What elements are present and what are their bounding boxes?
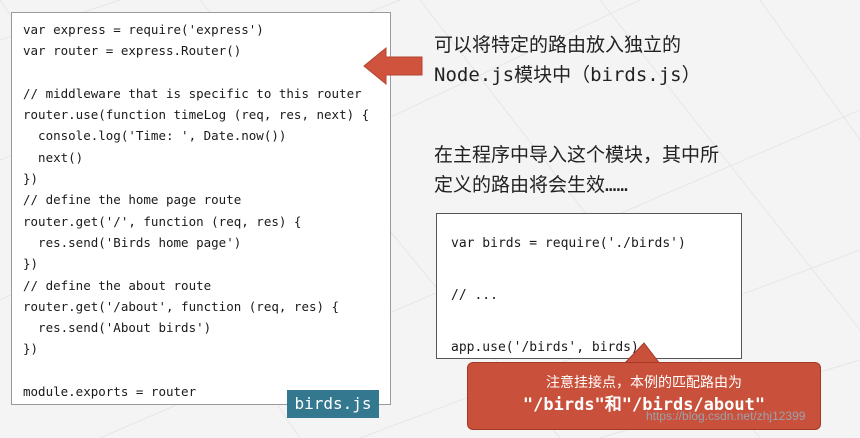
code-line: }) xyxy=(23,341,39,357)
code-line: var router = express.Router() xyxy=(23,43,242,59)
code-line: // define the about route xyxy=(23,277,212,293)
code-line: router.get('/about', function (req, res)… xyxy=(23,298,340,314)
code-line: next() xyxy=(23,149,84,165)
birds-module-code-panel: var express = require('express') var rou… xyxy=(11,12,391,405)
callout-line-1: 注意挂接点，本例的匹配路由为 xyxy=(546,375,742,391)
main-note-line-2: 定义的路由将会生效…… xyxy=(434,174,628,196)
code-line: module.exports = router xyxy=(23,384,197,400)
code-line: // middleware that is specific to this r… xyxy=(23,85,362,101)
code-line: router.get('/', function (req, res) { xyxy=(23,213,302,229)
code-line xyxy=(451,309,686,335)
code-line: router.use(function timeLog (req, res, n… xyxy=(23,107,370,123)
code-line: }) xyxy=(23,256,39,272)
code-line xyxy=(451,257,686,283)
code-line: var express = require('express') xyxy=(23,22,264,37)
code-line: console.log('Time: ', Date.now()) xyxy=(23,128,287,144)
file-label-birds-js: birds.js xyxy=(287,390,379,418)
main-program-note: 在主程序中导入这个模块，其中所 定义的路由将会生效…… xyxy=(434,140,719,200)
code-line: }) xyxy=(23,171,39,187)
mount-point-callout: 注意挂接点，本例的匹配路由为 "/birds"和"/birds/about" xyxy=(467,362,821,430)
code-line: // define the home page route xyxy=(23,192,242,208)
birds-module-code: var express = require('express') var rou… xyxy=(23,19,369,402)
code-line: var birds = require('./birds') xyxy=(451,236,686,251)
main-note-line-1: 在主程序中导入这个模块，其中所 xyxy=(434,144,720,166)
code-line: // ... xyxy=(451,288,498,303)
code-line: res.send('Birds home page') xyxy=(23,234,242,250)
main-program-code: var birds = require('./birds') // ... ap… xyxy=(451,231,686,361)
callout-line-2: "/birds"和"/birds/about" xyxy=(522,395,766,415)
code-line: app.use('/birds', birds) xyxy=(451,340,639,355)
module-note-line-2: Node.js模块中（birds.js） xyxy=(434,64,701,86)
main-program-code-panel: var birds = require('./birds') // ... ap… xyxy=(436,213,742,359)
code-line: res.send('About birds') xyxy=(23,320,212,336)
code-line xyxy=(23,62,369,83)
left-arrow-icon xyxy=(363,46,423,86)
watermark: https://blog.csdn.net/zhj12399 xyxy=(646,409,806,423)
module-note-line-1: 可以将特定的路由放入独立的 xyxy=(434,34,682,56)
code-line xyxy=(23,360,369,381)
module-note: 可以将特定的路由放入独立的 Node.js模块中（birds.js） xyxy=(434,30,701,90)
